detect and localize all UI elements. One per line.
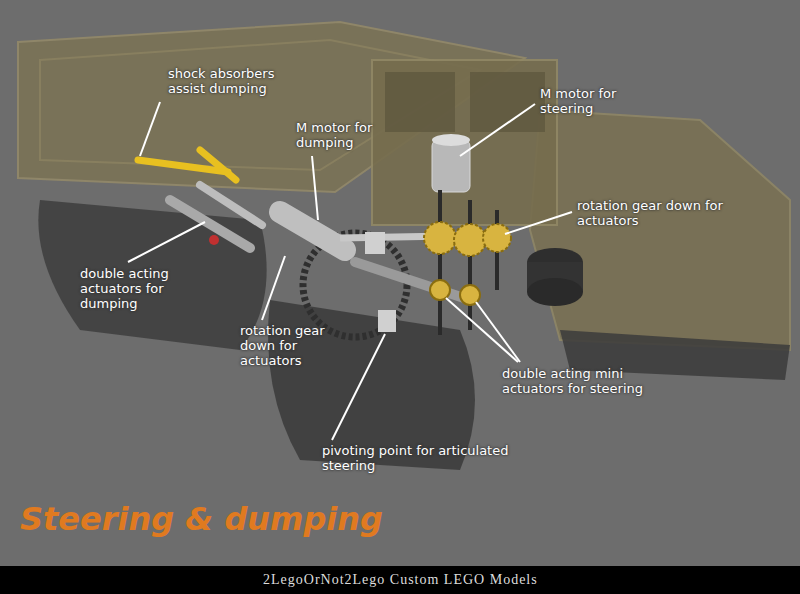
- callout-label: rotation gear down for actuators: [577, 198, 727, 228]
- callout-label: double acting actuators for dumping: [80, 266, 185, 311]
- diagram-title: Steering & dumping: [20, 500, 383, 538]
- callout-label: M motor for dumping: [296, 120, 396, 150]
- callout-label: shock absorbers assist dumping: [168, 66, 298, 96]
- callout-label: M motor for steering: [540, 86, 640, 116]
- callout-label: double acting mini actuators for steerin…: [502, 366, 687, 396]
- footer-credit: 2LegoOrNot2Lego Custom LEGO Models: [263, 572, 538, 588]
- callout-label: pivoting point for articulated steering: [322, 443, 512, 473]
- callout-label: rotation gear down for actuators: [240, 323, 345, 368]
